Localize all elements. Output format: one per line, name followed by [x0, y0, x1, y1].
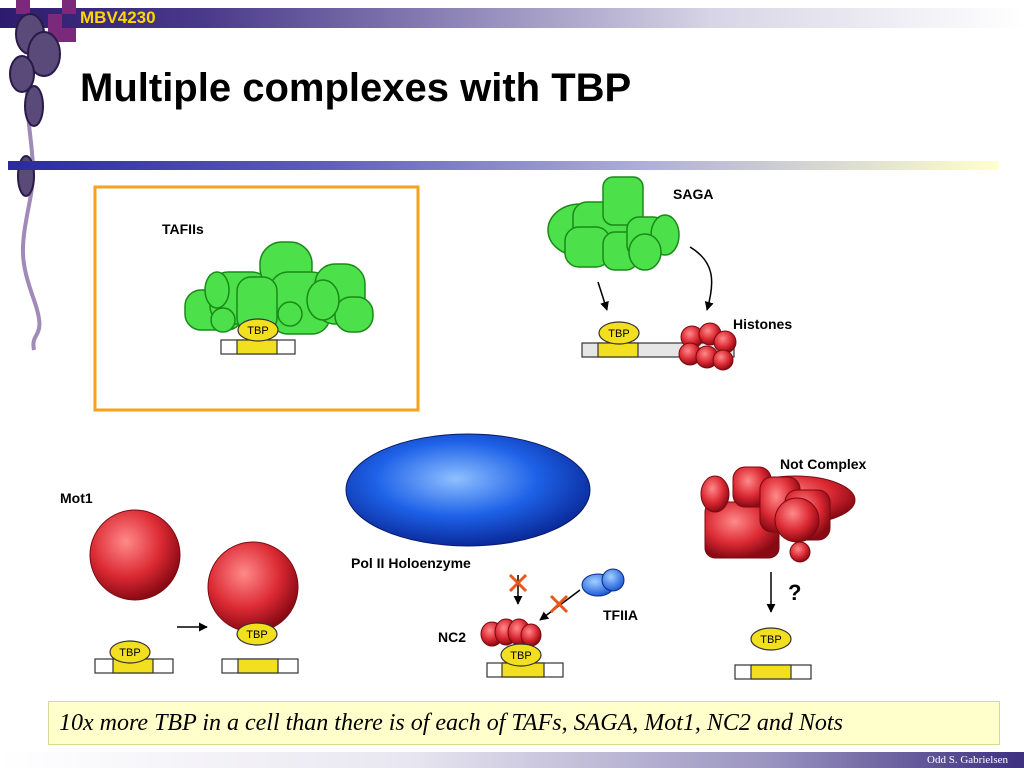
saga-label: SAGA	[673, 186, 713, 202]
not-complex-panel: Not Complex ? TBP	[700, 456, 867, 680]
tfiia-protein	[581, 568, 625, 597]
course-code: MBV4230	[80, 8, 156, 27]
pol2-label: Pol II Holoenzyme	[351, 555, 471, 571]
caption-text: 10x more TBP in a cell than there is of …	[59, 710, 843, 736]
mot1-protein	[207, 541, 299, 633]
caption-box: 10x more TBP in a cell than there is of …	[48, 701, 1000, 745]
svg-text:TBP: TBP	[246, 629, 267, 641]
not-complex-label: Not Complex	[780, 456, 867, 472]
highlight-frame	[93, 185, 420, 412]
svg-text:TBP: TBP	[247, 325, 268, 337]
mot1-label: Mot1	[60, 490, 93, 506]
tbp-protein: TBP	[598, 321, 640, 345]
tbp-protein: TBP	[236, 622, 278, 646]
histones-label: Histones	[733, 316, 792, 332]
mot1-panel: Mot1 TBP TBP	[60, 490, 299, 674]
dna-strand	[94, 658, 174, 674]
blocked-cross	[508, 573, 528, 593]
blocked-cross	[549, 594, 569, 614]
dna-strand	[220, 339, 296, 355]
not-complex	[700, 466, 856, 563]
author-credit: Odd S. Gabrielsen	[927, 754, 1008, 766]
saga-complex	[547, 176, 680, 271]
tbp-protein: TBP	[750, 627, 792, 651]
dna-strand	[486, 662, 564, 678]
footer-gradient-bar	[0, 752, 1024, 768]
nc2-protein	[480, 618, 542, 647]
tbp-protein: TBP	[237, 318, 279, 342]
tbp-complexes-diagram: TAFIIs TBP SAGA	[60, 176, 867, 680]
slide-title: Multiple complexes with TBP	[80, 66, 632, 110]
tafii-panel: TAFIIs TBP	[93, 185, 420, 412]
pol2-panel: Pol II Holoenzyme TFIIA NC2 TB	[345, 433, 638, 678]
saga-panel: SAGA TBP Histones	[547, 176, 792, 371]
unknown-marker: ?	[788, 580, 801, 605]
mot1-protein	[89, 509, 181, 601]
tafiis-label: TAFIIs	[162, 221, 204, 237]
tfiia-label: TFIIA	[603, 607, 638, 623]
svg-text:TBP: TBP	[119, 647, 140, 659]
title-divider	[8, 161, 998, 170]
dna-strand	[221, 658, 299, 674]
svg-text:TBP: TBP	[510, 650, 531, 662]
tafii-complex	[184, 241, 374, 335]
pol2-holoenzyme	[345, 433, 591, 547]
tbp-protein: TBP	[109, 640, 151, 664]
nc2-label: NC2	[438, 629, 466, 645]
tbp-protein: TBP	[500, 643, 542, 667]
histone-cluster	[678, 322, 737, 371]
svg-text:TBP: TBP	[608, 328, 629, 340]
dna-strand	[734, 664, 812, 680]
svg-text:TBP: TBP	[760, 634, 781, 646]
header-gradient-bar	[0, 8, 1024, 28]
decorative-beads	[9, 0, 76, 351]
